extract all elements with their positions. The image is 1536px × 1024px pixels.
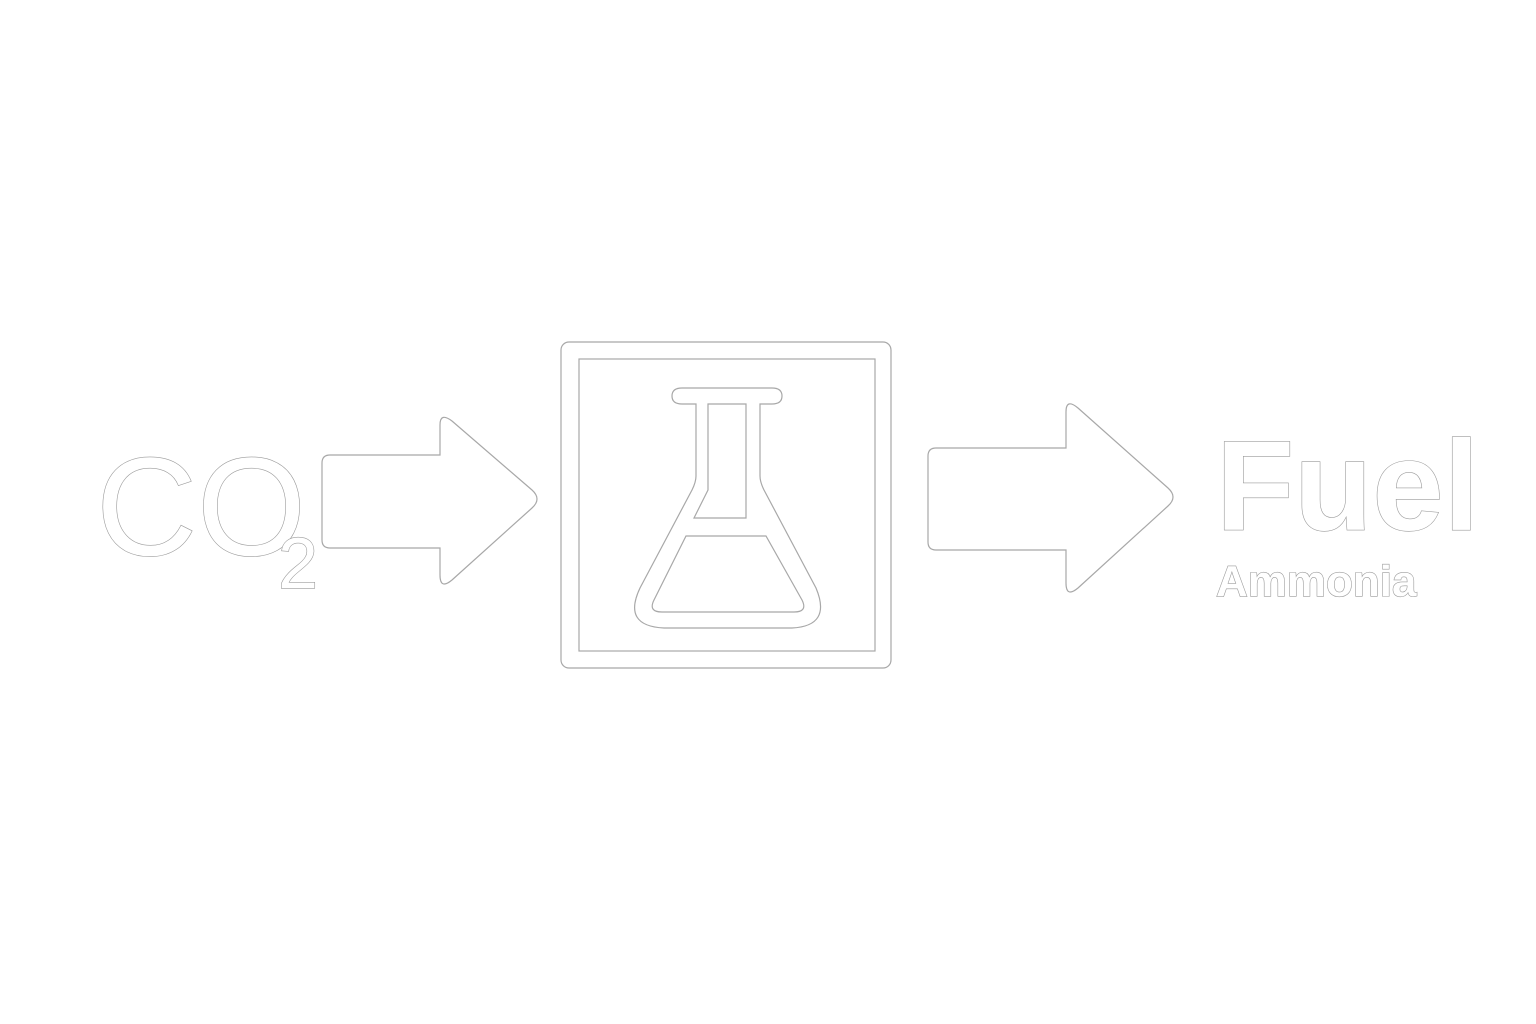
input-co2-label: CO 2 bbox=[95, 427, 318, 604]
ammonia-subtitle-text: Ammonia bbox=[1216, 557, 1417, 606]
flask-liquid-icon bbox=[651, 535, 805, 613]
co2-formula-text: CO bbox=[96, 428, 306, 585]
input-arrow-icon bbox=[321, 416, 538, 585]
reactor-box bbox=[560, 341, 892, 669]
fuel-title-text: Fuel bbox=[1216, 415, 1479, 558]
flask-icon bbox=[634, 387, 822, 629]
flask-neck-window bbox=[693, 403, 747, 519]
output-arrow-icon bbox=[927, 403, 1174, 593]
co2-subscript-text: 2 bbox=[278, 524, 318, 604]
output-label: Fuel Ammonia bbox=[1215, 414, 1479, 606]
